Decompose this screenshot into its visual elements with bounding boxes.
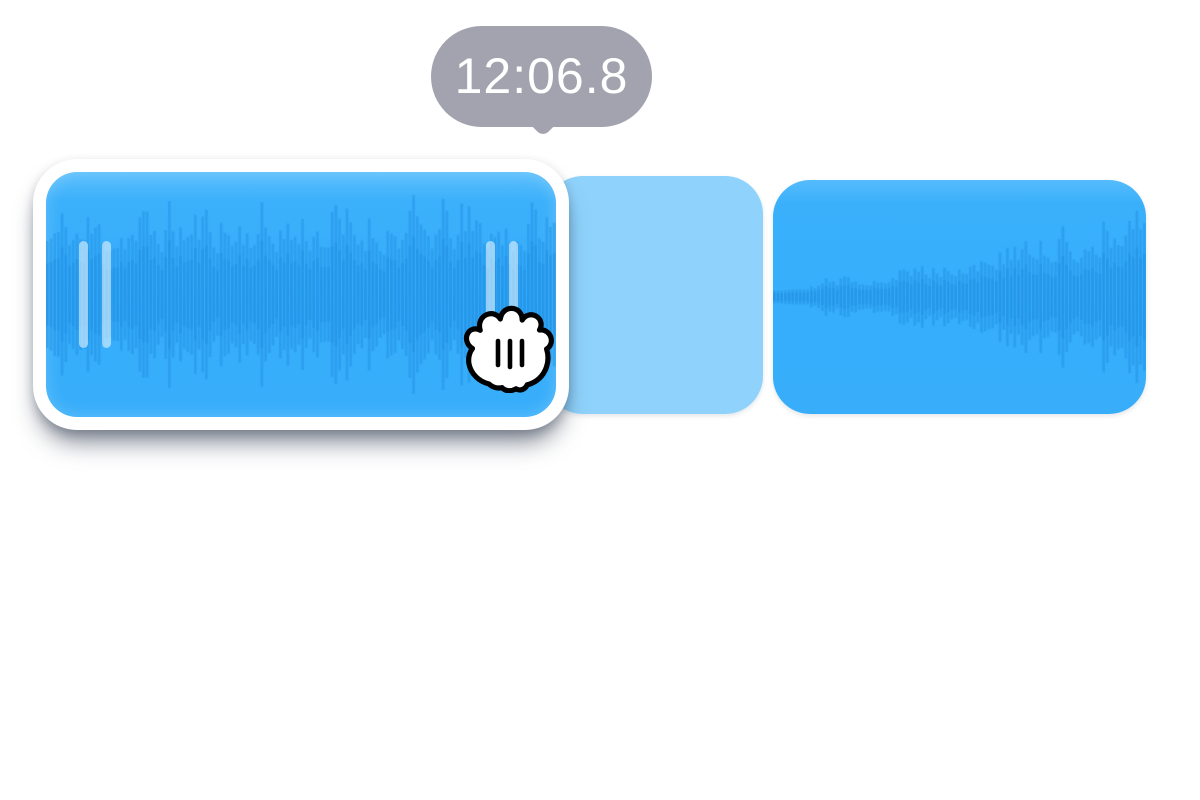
grip-bar-icon <box>486 241 495 348</box>
waveform-right <box>773 180 1146 414</box>
grip-bar-icon <box>102 241 111 348</box>
grip-bar-icon <box>509 241 518 348</box>
selected-clip-surface <box>46 172 556 417</box>
audio-clip-empty[interactable] <box>545 176 763 414</box>
time-tooltip: 12:06.8 <box>431 26 652 127</box>
waveform-selected <box>46 172 556 417</box>
audio-clip-selected[interactable] <box>33 159 569 430</box>
right-trim-handle[interactable] <box>486 241 518 348</box>
grip-bar-icon <box>79 241 88 348</box>
left-trim-handle[interactable] <box>79 241 111 348</box>
time-label: 12:06.8 <box>454 47 629 104</box>
grab-hand-cursor-icon <box>463 305 554 393</box>
audio-clip-waveform[interactable] <box>773 180 1146 414</box>
